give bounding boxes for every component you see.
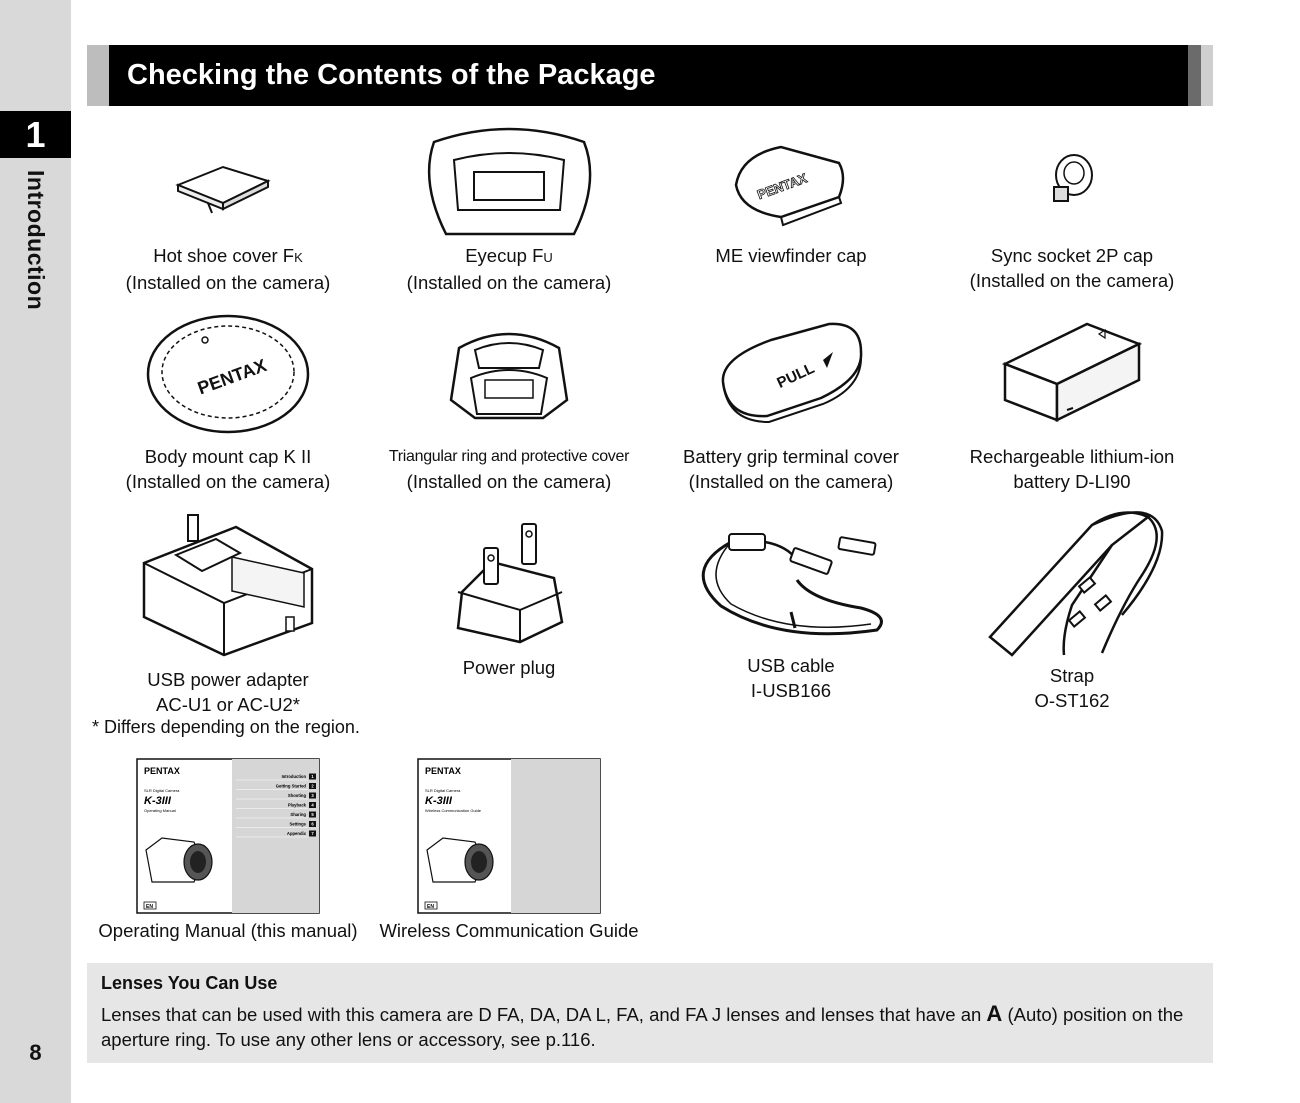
operating-manual-illustration: PENTAX SLR Digital Camera K-3III Operati… [136, 758, 320, 914]
item-usb-cable: USB cable I-USB166 [660, 520, 922, 703]
item-battery-grip-cover: PULL Battery grip terminal cover (Instal… [660, 318, 922, 494]
svg-text:Operating Manual: Operating Manual [144, 808, 176, 813]
region-footnote: * Differs depending on the region. [92, 717, 360, 737]
manual-toc-number: 3 [311, 793, 314, 798]
lenses-text: Lenses that can be used with this camera… [101, 1001, 1184, 1050]
chapter-label: Introduction [23, 170, 49, 311]
body-mount-cap-illustration: PENTAX [146, 314, 310, 434]
manual-toc-number: 5 [311, 812, 314, 817]
manual-toc-number: 2 [311, 784, 314, 789]
battery-illustration [1001, 322, 1143, 423]
svg-text:SLR Digital Camera: SLR Digital Camera [425, 788, 461, 793]
svg-text:EN: EN [146, 904, 153, 910]
item-wireless-guide: PENTAX SLR Digital Camera K-3III Wireles… [373, 758, 645, 943]
manual-toc-entry: Settings [289, 822, 306, 827]
svg-text:K-3III: K-3III [425, 795, 453, 807]
lenses-info-box: Lenses You Can Use Lenses that can be us… [87, 963, 1213, 1063]
svg-text:EN: EN [427, 904, 434, 910]
power-plug-illustration [456, 523, 564, 644]
sync-socket-cap-illustration [1053, 154, 1093, 202]
triangular-ring-illustration [449, 332, 569, 420]
chapter-sidebar [0, 0, 71, 1103]
item-eyecup: Eyecup FU (Installed on the camera) [378, 122, 640, 295]
manual-toc-entry: Sharing [290, 812, 306, 817]
hot-shoe-cover-illustration [175, 165, 271, 214]
manual-toc-number: 7 [311, 831, 314, 836]
wireless-guide-illustration: PENTAX SLR Digital Camera K-3III Wireles… [417, 758, 601, 914]
item-battery: Rechargeable lithium-ion battery D-LI90 [941, 318, 1203, 494]
svg-text:PENTAX: PENTAX [144, 766, 180, 776]
auto-aperture-icon: A [986, 1001, 1003, 1026]
strap-illustration [988, 511, 1164, 657]
chapter-number: 1 [0, 111, 71, 158]
item-strap: Strap O-ST162 [941, 505, 1203, 713]
item-usb-power-adapter: USB power adapter AC-U1 or AC-U2* [97, 513, 359, 717]
manual-toc-entry: Appendix [287, 831, 307, 836]
item-me-viewfinder-cap: PENTAX ME viewfinder cap [660, 125, 922, 268]
item-triangular-ring: Triangular ring and protective cover (In… [368, 318, 650, 494]
usb-cable-illustration [701, 533, 883, 636]
usb-power-adapter-illustration [142, 514, 314, 657]
item-sync-socket-cap: Sync socket 2P cap (Installed on the cam… [941, 125, 1203, 293]
item-power-plug: Power plug [378, 518, 640, 680]
svg-text:K-3III: K-3III [144, 795, 172, 807]
manual-toc-number: 4 [311, 803, 314, 808]
item-operating-manual: PENTAX SLR Digital Camera K-3III Operati… [92, 758, 364, 943]
manual-toc-number: 6 [311, 822, 314, 827]
eyecup-illustration [427, 127, 592, 236]
item-hot-shoe-cover: Hot shoe cover FK (Installed on the came… [97, 125, 359, 295]
lenses-title: Lenses You Can Use [101, 973, 278, 993]
svg-text:Wireless Communication Guide: Wireless Communication Guide [425, 808, 482, 813]
item-body-mount-cap: PENTAX Body mount cap K II (Installed on… [97, 314, 359, 494]
page-number: 8 [29, 1040, 42, 1065]
manual-toc-entry: Shooting [288, 793, 307, 798]
svg-text:SLR Digital Camera: SLR Digital Camera [144, 788, 180, 793]
battery-grip-cover-illustration: PULL [721, 322, 863, 424]
page-title: Checking the Contents of the Package [127, 59, 656, 91]
manual-toc-entry: Getting Started [276, 784, 307, 789]
manual-toc-entry: Introduction [282, 774, 307, 779]
section-header: Checking the Contents of the Package [87, 45, 1213, 106]
viewfinder-cap-illustration: PENTAX [734, 145, 845, 227]
manual-toc-entry: Playback [288, 803, 307, 808]
manual-toc-number: 1 [311, 774, 314, 779]
svg-text:PENTAX: PENTAX [425, 766, 461, 776]
